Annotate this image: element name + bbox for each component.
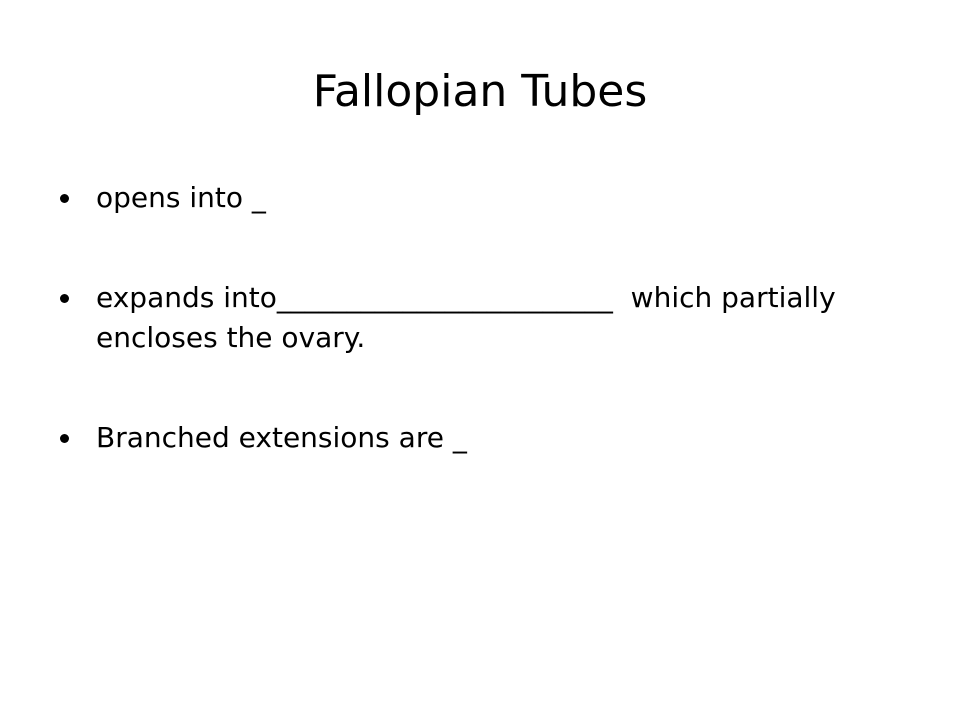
- bullet-text: opens into _: [96, 181, 266, 214]
- bullet-text: expands into________________________ whi…: [96, 281, 845, 354]
- bullet-item-2: expands into________________________ whi…: [60, 278, 920, 358]
- bullet-list: opens into _ expands into_______________…: [60, 178, 920, 518]
- bullet-text: Branched extensions are _: [96, 421, 467, 454]
- slide-title: Fallopian Tubes: [312, 66, 648, 117]
- bullet-dot-icon: [60, 434, 69, 443]
- bullet-item-1: opens into _: [60, 178, 920, 218]
- bullet-dot-icon: [60, 294, 69, 303]
- bullet-dot-icon: [60, 194, 69, 203]
- bullet-item-3: Branched extensions are _: [60, 418, 920, 458]
